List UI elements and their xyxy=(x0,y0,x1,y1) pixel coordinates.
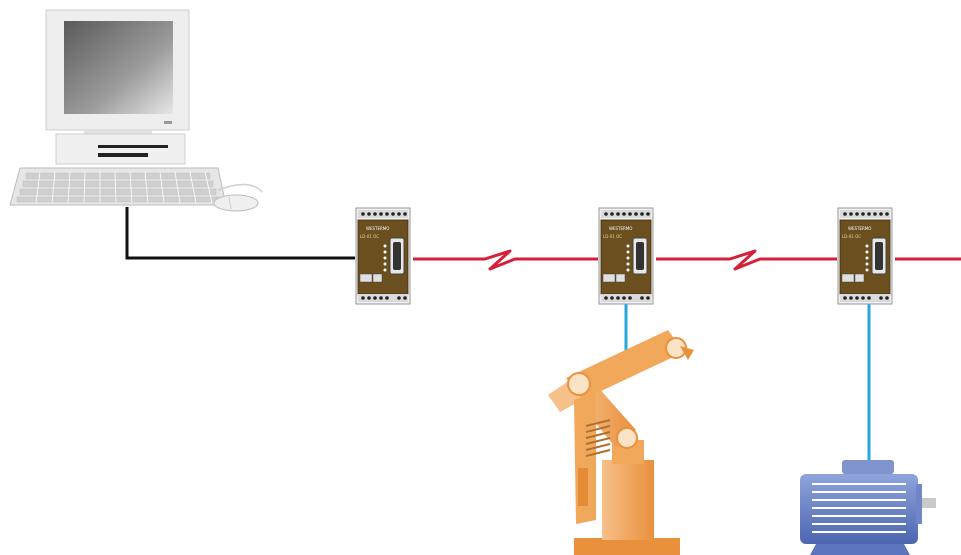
serial-cable xyxy=(125,207,355,260)
module-model: LD-01 OC xyxy=(842,234,861,239)
network-line-1 xyxy=(413,249,598,271)
modem-module-2: WESTERMO LD-01 OC xyxy=(598,207,654,305)
module-model: LD-01 OC xyxy=(603,234,622,239)
network-line-2 xyxy=(656,249,837,271)
desktop-computer-icon xyxy=(9,9,263,212)
module-model: LD-01 OC xyxy=(360,234,379,239)
module-brand: WESTERMO xyxy=(366,226,389,231)
industrial-robot-icon xyxy=(548,330,694,555)
modem-module-3: WESTERMO LD-01 OC xyxy=(837,207,893,305)
modem-module-1: WESTERMO LD-01 OC xyxy=(355,207,411,305)
module-brand: WESTERMO xyxy=(609,226,632,231)
module-brand: WESTERMO xyxy=(848,226,871,231)
electric-motor-icon xyxy=(800,460,936,555)
